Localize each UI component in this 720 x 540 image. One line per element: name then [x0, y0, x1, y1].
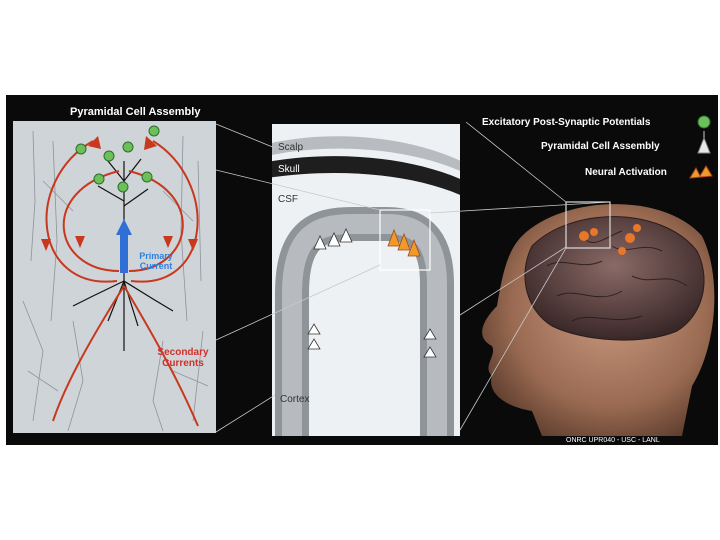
image-credit: ONRC UPR040 - USC - LANL	[566, 437, 660, 444]
